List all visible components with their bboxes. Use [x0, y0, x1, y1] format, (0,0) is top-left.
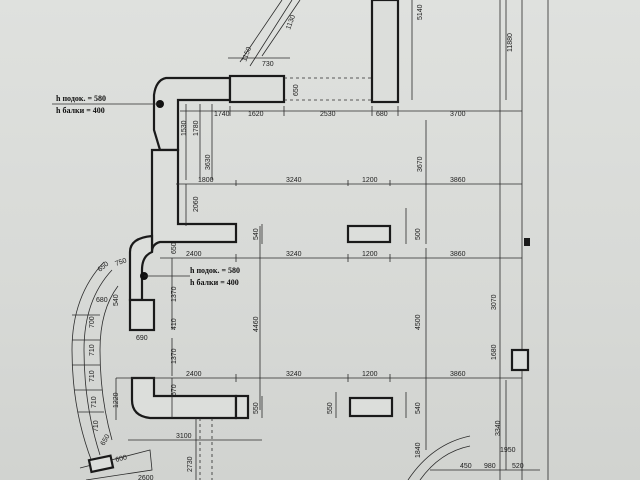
dim-label: 3240 [286, 371, 302, 378]
dim-label: 540 [253, 228, 260, 240]
dim-label: 1950 [500, 447, 516, 454]
wall-lower [130, 376, 238, 420]
wall-arch [128, 234, 154, 302]
bay-curve-inner [83, 269, 113, 456]
note-sill-height: h подок. = 580 [190, 266, 240, 275]
bay-curve-inner2 [99, 285, 119, 441]
wall-right-block [510, 348, 530, 372]
dim-label: 520 [512, 463, 524, 470]
dim-label: 1840 [415, 442, 422, 458]
dim-label: 3630 [205, 154, 212, 170]
dim-label: 540 [113, 294, 120, 306]
angled-wall-top [239, 0, 301, 67]
wall-block-middle [346, 224, 392, 244]
dim-label: 410 [171, 318, 178, 330]
dim-label: 1220 [113, 392, 120, 408]
dim-label: 600 [115, 454, 128, 464]
dim-label: 3860 [450, 371, 466, 378]
dim-label: 1740 [214, 111, 230, 118]
wall-bottom-left [87, 454, 115, 474]
dim-label: 4500 [415, 314, 422, 330]
dim-label: 3240 [286, 251, 302, 258]
dim-label: 650 [97, 261, 111, 274]
dim-label: 700 [89, 316, 96, 328]
dim-label: 3070 [491, 294, 498, 310]
dim-label: 650 [171, 242, 178, 254]
wall-top-tall [370, 0, 400, 104]
wall-lower-end [234, 394, 250, 420]
dim-label: 650 [100, 433, 112, 447]
dim-label: 1200 [362, 371, 378, 378]
dim-label: 5140 [417, 4, 424, 20]
dim-label: 3340 [495, 420, 502, 436]
bay-ticks [72, 314, 104, 413]
dim-label: 4460 [253, 316, 260, 332]
dim-label: 2730 [187, 456, 194, 472]
dim-label: 1530 [181, 120, 188, 136]
dim-label: 2530 [320, 111, 336, 118]
bottom-left-slant [79, 449, 153, 480]
dim-label: 3860 [450, 177, 466, 184]
dim-label: 730 [262, 61, 274, 68]
dimension-lines [115, 0, 540, 480]
dim-label: 1370 [171, 286, 178, 302]
dim-label: 1200 [362, 177, 378, 184]
dim-label: 710 [89, 370, 96, 382]
dim-label: 2600 [138, 475, 154, 480]
dim-label: 1620 [248, 111, 264, 118]
dim-label: 450 [460, 463, 472, 470]
dim-label: 1150 [241, 46, 253, 63]
dim-label: 540 [415, 402, 422, 414]
note-beam-height: h балки = 400 [56, 106, 105, 115]
dim-label: 680 [96, 297, 108, 304]
dim-label: 650 [293, 84, 300, 96]
dim-label: 690 [136, 335, 148, 342]
dashed-beam-top [284, 77, 372, 101]
dim-label: 500 [415, 228, 422, 240]
dim-label: 550 [253, 402, 260, 414]
dim-label: 1780 [193, 120, 200, 136]
dim-label: 2400 [186, 251, 202, 258]
dashed-beam-bottom [199, 418, 213, 480]
dim-label: 1200 [362, 251, 378, 258]
marker-block [524, 238, 530, 246]
dim-label: 1680 [491, 344, 498, 360]
wall-column-middle [128, 298, 156, 332]
wall-top-stub [228, 74, 286, 104]
dim-label: 3670 [417, 156, 424, 172]
wall-top-left-corner [152, 76, 232, 152]
dim-label: 670 [171, 384, 178, 396]
dim-label: 1800 [198, 177, 214, 184]
bottom-right-arc2 [407, 435, 471, 480]
note-beam-height: h балки = 400 [190, 278, 239, 287]
dim-label: 710 [93, 420, 100, 432]
dim-label: 3700 [450, 111, 466, 118]
dim-label: 11880 [507, 33, 514, 52]
dim-label: 750 [114, 257, 127, 268]
dim-label: 3100 [176, 433, 192, 440]
dim-label: 3860 [450, 251, 466, 258]
note-sill-height: h подок. = 580 [56, 94, 106, 103]
dim-label: 680 [376, 111, 388, 118]
wall-block-lower [348, 396, 394, 418]
dim-label: 1370 [171, 348, 178, 364]
dim-label: 2400 [186, 371, 202, 378]
dim-label: 1130 [285, 14, 297, 31]
dim-label: 980 [484, 463, 496, 470]
dim-label: 2060 [193, 196, 200, 212]
dim-label: 550 [327, 402, 334, 414]
dim-label: 3240 [286, 177, 302, 184]
dim-label: 710 [89, 344, 96, 356]
bay-curve-outer [71, 261, 105, 463]
bottom-right-arc [419, 445, 471, 480]
dim-label: 710 [91, 396, 98, 408]
